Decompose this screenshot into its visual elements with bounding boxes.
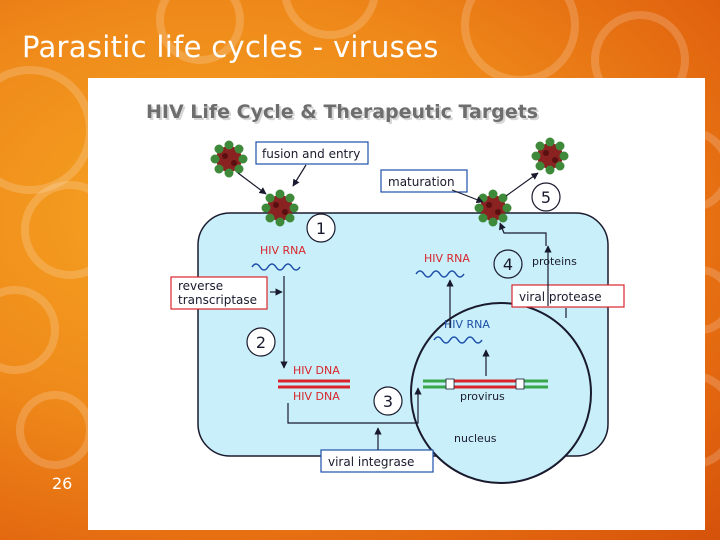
arrow-fusion-label	[292, 164, 307, 187]
nucleus-circle	[410, 302, 592, 484]
maturation-label: maturation	[388, 175, 455, 189]
step-2-label: 2	[256, 333, 266, 352]
arrow-budding	[505, 172, 539, 197]
provirus-label: provirus	[460, 390, 505, 403]
nucleus-label: nucleus	[454, 432, 497, 445]
virus-icon	[474, 189, 512, 227]
proteins-label: proteins	[532, 255, 577, 268]
arrow-integration	[287, 387, 422, 424]
fusion-entry-label: fusion and entry	[262, 147, 360, 161]
viral-integrase-box	[320, 449, 434, 473]
viral-protease-box	[511, 284, 625, 308]
ltr-marker-left	[445, 378, 455, 390]
arrow-assembly	[499, 222, 547, 246]
step-1-label: 1	[316, 219, 326, 238]
rna-strand-3	[433, 336, 483, 344]
fusion-entry-box	[255, 141, 369, 165]
slide-title: Parasitic life cycles - viruses	[22, 30, 439, 64]
arrow-fusion	[237, 172, 267, 195]
reverse-transcriptase-label-2: transcriptase	[178, 293, 257, 307]
hiv-life-cycle-diagram: HIV Life Cycle & Therapeutic Targets HIV…	[146, 101, 625, 484]
virus-icon	[210, 140, 248, 178]
rna-strand-2	[415, 270, 465, 278]
step-1-circle	[306, 213, 336, 243]
hiv-dna-label-1: HIV DNA	[293, 364, 340, 377]
step-3-circle	[373, 386, 403, 416]
viral-protease-label: viral protease	[519, 290, 602, 304]
step-2-circle	[246, 327, 276, 357]
arrow-maturation	[451, 189, 484, 204]
hiv-rna-label-3: HIV RNA	[444, 318, 490, 331]
step-5-circle	[531, 182, 561, 212]
rna-strand-1	[251, 263, 301, 271]
hiv-rna-label-1: HIV RNA	[260, 244, 306, 257]
step-4-label: 4	[503, 255, 513, 274]
maturation-box	[380, 169, 468, 193]
virus-icon	[531, 137, 569, 175]
hiv-rna-label-2: HIV RNA	[424, 252, 470, 265]
step-3-label: 3	[383, 392, 393, 411]
reverse-transcriptase-box	[170, 276, 268, 310]
diagram-heading-shadow: HIV Life Cycle & Therapeutic Targets	[148, 103, 540, 125]
hiv-dna-label-2: HIV DNA	[293, 390, 340, 403]
reverse-transcriptase-label-1: reverse	[178, 279, 223, 293]
virus-icon	[261, 189, 299, 227]
step-4-circle	[493, 249, 523, 279]
step-5-label: 5	[541, 188, 551, 207]
diagram-heading: HIV Life Cycle & Therapeutic Targets	[146, 101, 538, 123]
ltr-marker-right	[515, 378, 525, 390]
viral-integrase-label: viral integrase	[328, 455, 414, 469]
slide-number: 26	[52, 474, 73, 493]
